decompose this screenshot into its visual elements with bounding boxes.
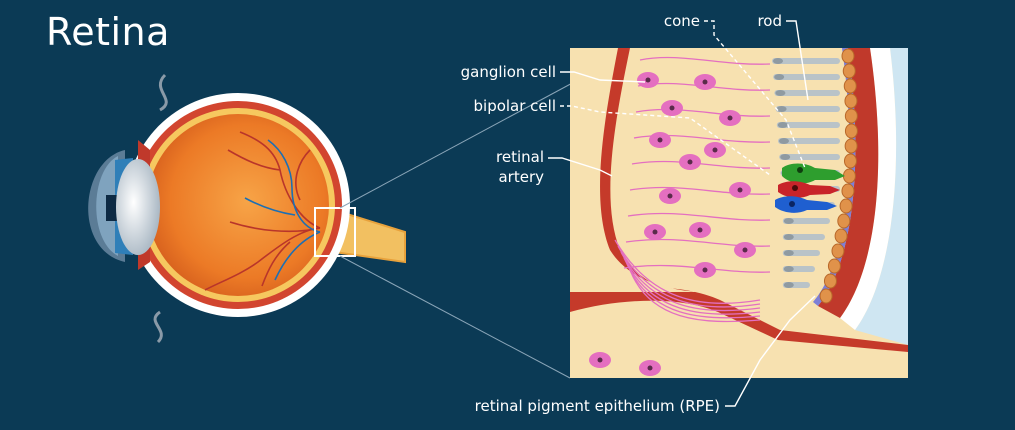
choroid-layer [818,48,879,318]
page-title: Retina [46,10,170,54]
leader-rod [786,20,809,101]
label-bipolar-cell: bipolar cell [473,97,557,115]
leader-artery [548,157,613,177]
colored-cones [775,163,845,213]
zoom-line-bottom [339,255,571,379]
label-rpe: retinal pigment epithelium (RPE) [474,397,720,415]
blood-vessels [204,131,321,291]
eye-muscle-bottom [153,310,163,344]
leader-ganglion [560,71,646,83]
ganglion-cells [589,72,756,376]
leader-cone [704,20,806,169]
eyeball [88,73,406,344]
eye-muscle-top [158,73,168,112]
label-ganglion-cell: ganglion cell [460,63,556,81]
rpe-cells [819,48,858,304]
label-retinal: retinal [496,148,544,166]
retina-cross-section [570,48,908,378]
leader-lines [548,20,816,407]
label-cone: cone [663,12,700,30]
retinal-artery-band [570,48,720,300]
cone-red [778,181,840,198]
sclera-layer [855,48,908,345]
leader-rpe [725,295,816,407]
cone-blue [775,196,837,213]
lens [116,159,160,255]
label-rod: rod [757,12,782,30]
leader-bipolar [560,105,771,176]
zoom-box [314,207,356,257]
label-artery: artery [498,168,544,186]
